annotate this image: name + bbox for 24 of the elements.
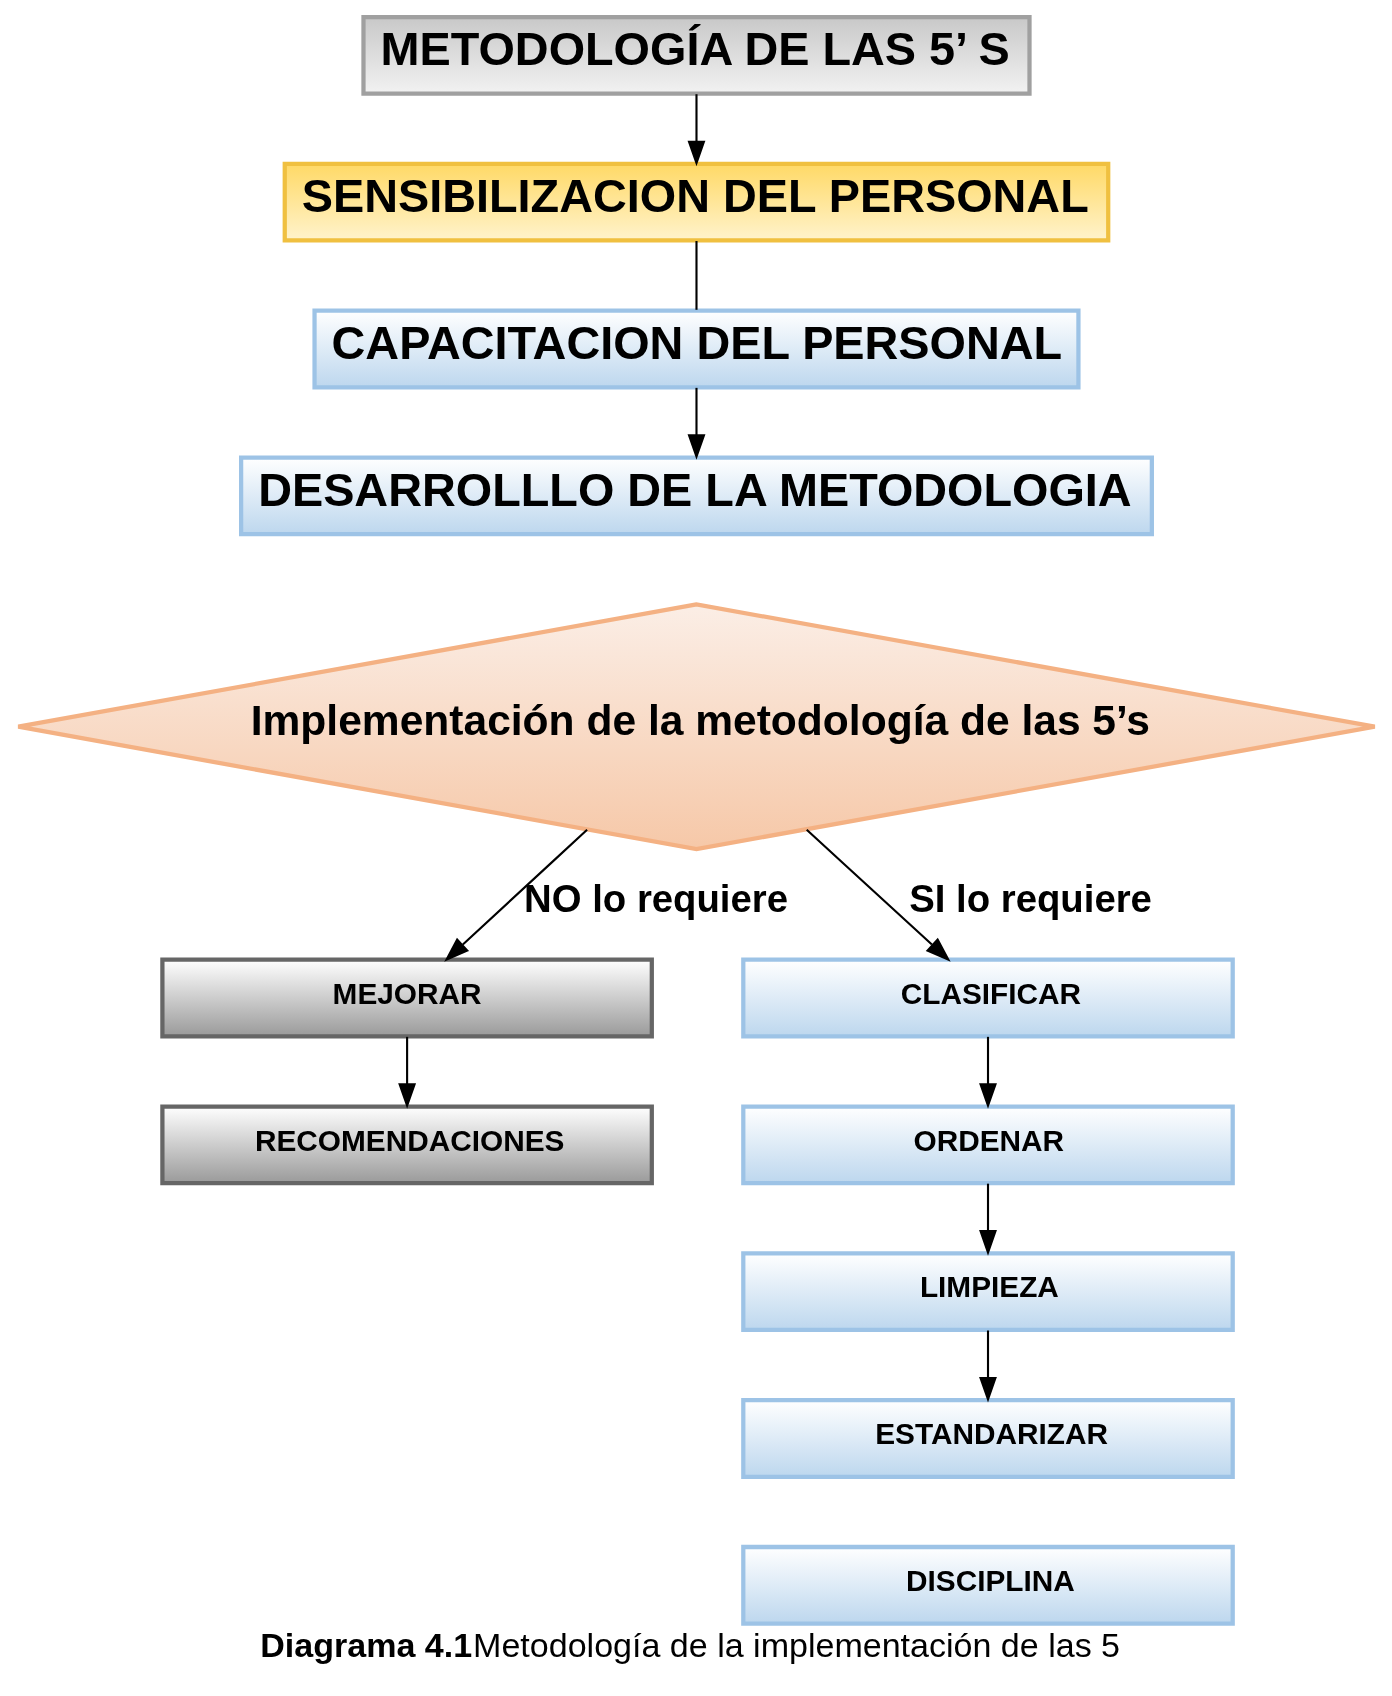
node-box: ORDENAR [740, 1104, 1235, 1186]
arrow [687, 94, 705, 167]
node-box: METODOLOGÍA DE LAS 5’ S [360, 14, 1032, 96]
arrow [978, 1330, 997, 1403]
arrow [805, 829, 951, 962]
arrow [397, 1036, 416, 1109]
node-box: DESARROLLLO DE LA METODOLOGIA [238, 455, 1154, 537]
node-diamond: Implementación de la metodología de las 5’s [15, 602, 1377, 852]
node-box: CAPACITACION DEL PERSONAL [311, 308, 1081, 390]
arrow [687, 387, 705, 460]
caption: Diagrama 4.1Metodología de la implementación de las 5 [259, 1626, 1120, 1665]
node-box: LIMPIEZA [740, 1251, 1235, 1333]
node-box: RECOMENDACIONES [159, 1104, 654, 1186]
arrow [978, 1183, 997, 1256]
node-box: SENSIBILIZACION DEL PERSONAL [282, 161, 1110, 243]
connector [694, 241, 698, 310]
node-box: DISCIPLINA [740, 1544, 1235, 1626]
node-box: MEJORAR [159, 957, 654, 1039]
edge-label: NO lo requiere [523, 876, 788, 920]
arrow [978, 1036, 997, 1109]
node-box: CLASIFICAR [740, 957, 1235, 1039]
edge-label: SI lo requiere [908, 876, 1152, 920]
arrow [443, 829, 588, 962]
node-box: ESTANDARIZAR [740, 1398, 1235, 1479]
